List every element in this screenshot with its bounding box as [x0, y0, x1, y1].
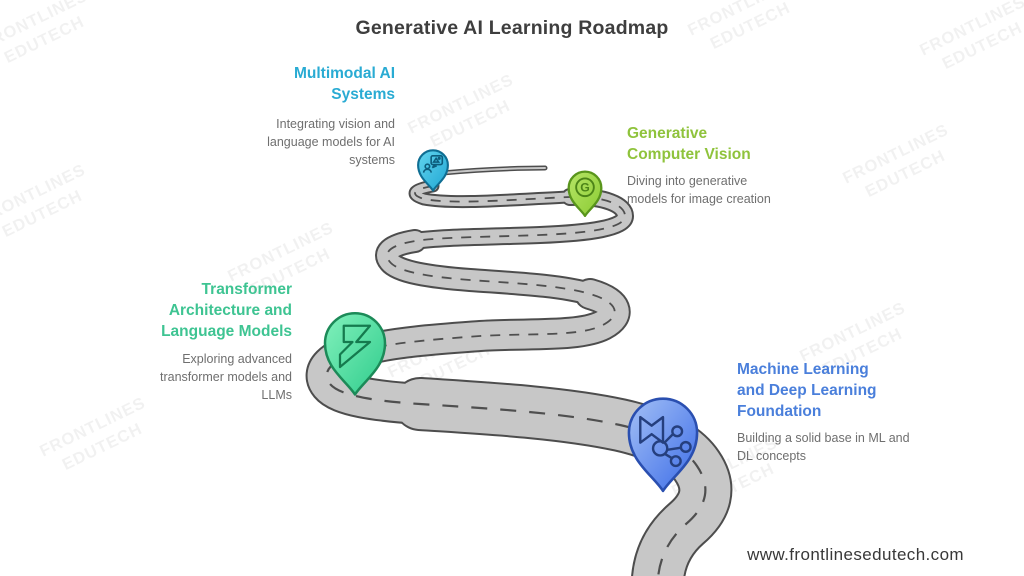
- milestone-pin-transformer: [323, 312, 387, 396]
- milestone-description-generative-cv: Diving into generative models for image …: [627, 174, 771, 206]
- milestone-title-transformer: Transformer Architecture and Language Mo…: [161, 281, 292, 340]
- milestone-pin-generative-cv: G: [567, 170, 603, 217]
- svg-text:G: G: [580, 180, 590, 194]
- milestone-description-ml-foundation: Building a solid base in ML and DL conce…: [737, 431, 910, 463]
- book-network-icon: [639, 415, 692, 468]
- road-centerline-dashes: [364, 185, 626, 351]
- milestone-pin-ml-foundation: [627, 397, 699, 493]
- milestone-pin-multimodal: [417, 149, 449, 192]
- milestone-description-transformer: Exploring advanced transformer models an…: [159, 352, 292, 402]
- page-title: Generative AI Learning Roadmap: [355, 17, 669, 39]
- milestone-title-generative-cv: Generative Computer Vision: [627, 125, 751, 163]
- zigzag-bolt-icon: [338, 324, 372, 369]
- chat-vision-icon: [422, 155, 444, 173]
- milestone-title-multimodal: Multimodal AI Systems: [293, 65, 395, 103]
- g-logo-icon: G: [575, 177, 595, 198]
- milestone-description-multimodal: Integrating vision and language models f…: [267, 117, 395, 167]
- milestone-title-ml-foundation: Machine Learning and Deep Learning Found…: [737, 361, 877, 420]
- website-url: www.frontlinesedutech.com: [747, 545, 964, 564]
- road-centerline-dashes: [325, 348, 707, 576]
